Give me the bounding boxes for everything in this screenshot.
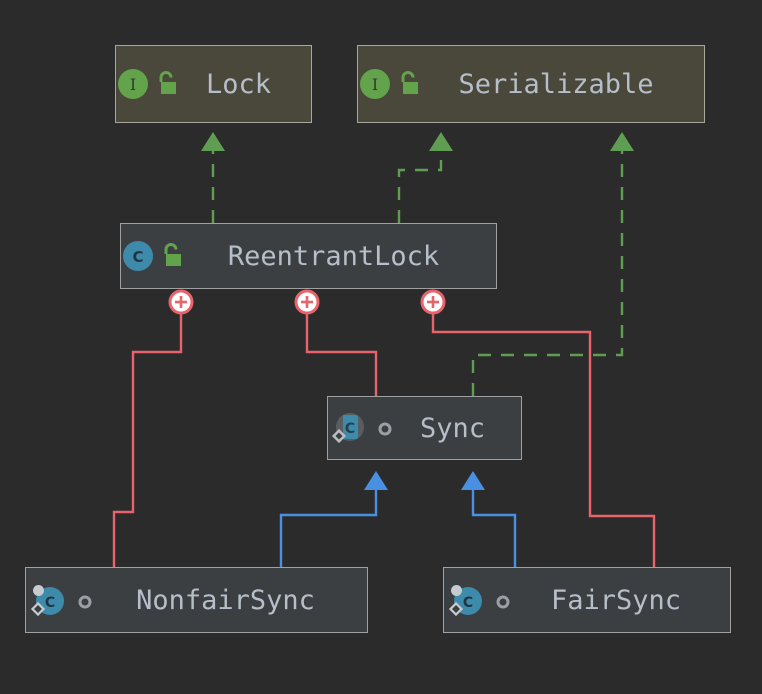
- arrowhead-triangle-icon: [429, 132, 453, 151]
- abstract-marker-icon: [72, 587, 98, 613]
- arrowhead-triangle-icon: [610, 132, 634, 151]
- unlocked-padlock-icon: [154, 69, 180, 99]
- edge-reentrantlock-implements-lock: [201, 132, 225, 223]
- svg-text:I: I: [372, 75, 378, 94]
- edge-reentrantlock-implements-serial: [397, 132, 453, 223]
- abstract-marker-icon: [372, 415, 398, 441]
- aggregation-plus-marker-plus-3[interactable]: [420, 289, 446, 315]
- svg-text:C: C: [463, 595, 473, 611]
- arrowhead-triangle-icon: [364, 471, 388, 490]
- node-reentrantlock-icons: C: [121, 239, 185, 273]
- static-class-icon: C: [30, 583, 66, 617]
- abstract-class-icon: C: [331, 411, 366, 445]
- unlocked-padlock-icon: [396, 69, 422, 99]
- edge-nonfairsync-extends-sync: [279, 471, 388, 567]
- plus-circle-icon: [420, 289, 446, 315]
- node-fairsync-label: FairSync: [550, 584, 682, 616]
- svg-text:C: C: [345, 421, 355, 437]
- node-reentrantlock[interactable]: C ReentrantLock: [120, 223, 497, 289]
- arrowhead-triangle-icon: [201, 132, 225, 151]
- node-fairsync[interactable]: C FairSync: [443, 567, 731, 633]
- node-serializable-label: Serializable: [458, 68, 654, 100]
- interface-icon: I: [116, 67, 150, 101]
- static-class-icon: C: [448, 583, 484, 617]
- svg-text:C: C: [132, 248, 143, 266]
- svg-text:I: I: [130, 75, 136, 94]
- node-nonfairsync-label: NonfairSync: [136, 584, 315, 616]
- svg-text:C: C: [45, 595, 55, 611]
- edge-fairsync-extends-sync: [461, 471, 517, 567]
- node-sync[interactable]: C Sync: [327, 396, 522, 460]
- edge-line: [279, 489, 378, 567]
- unlocked-padlock-icon: [159, 241, 185, 271]
- node-serializable[interactable]: I Serializable: [357, 45, 705, 123]
- edge-line: [305, 303, 378, 396]
- interface-icon: I: [358, 67, 392, 101]
- node-lock[interactable]: I Lock: [115, 45, 312, 123]
- node-nonfairsync-icons: C: [26, 583, 98, 617]
- abstract-marker-icon: [490, 587, 516, 613]
- node-lock-icons: I: [116, 67, 180, 101]
- plus-circle-icon: [294, 289, 320, 315]
- class-icon: C: [121, 239, 155, 273]
- edge-reentrantlock-has-sync: [305, 303, 378, 396]
- node-fairsync-icons: C: [444, 583, 516, 617]
- edge-line: [112, 303, 183, 567]
- edge-sync-implements-serializable: [471, 132, 634, 396]
- aggregation-plus-marker-plus-2[interactable]: [294, 289, 320, 315]
- node-reentrantlock-label: ReentrantLock: [227, 240, 440, 272]
- node-lock-label: Lock: [205, 68, 272, 100]
- edge-reentrantlock-has-nonfairsync: [112, 303, 183, 567]
- edge-line: [471, 489, 517, 567]
- node-nonfairsync[interactable]: C NonfairSync: [25, 567, 368, 633]
- node-sync-icons: C: [328, 411, 398, 445]
- node-sync-label: Sync: [419, 412, 486, 444]
- edge-line: [397, 150, 443, 223]
- plus-circle-icon: [168, 289, 194, 315]
- node-serializable-icons: I: [358, 67, 422, 101]
- arrowhead-triangle-icon: [461, 471, 485, 490]
- aggregation-plus-marker-plus-1[interactable]: [168, 289, 194, 315]
